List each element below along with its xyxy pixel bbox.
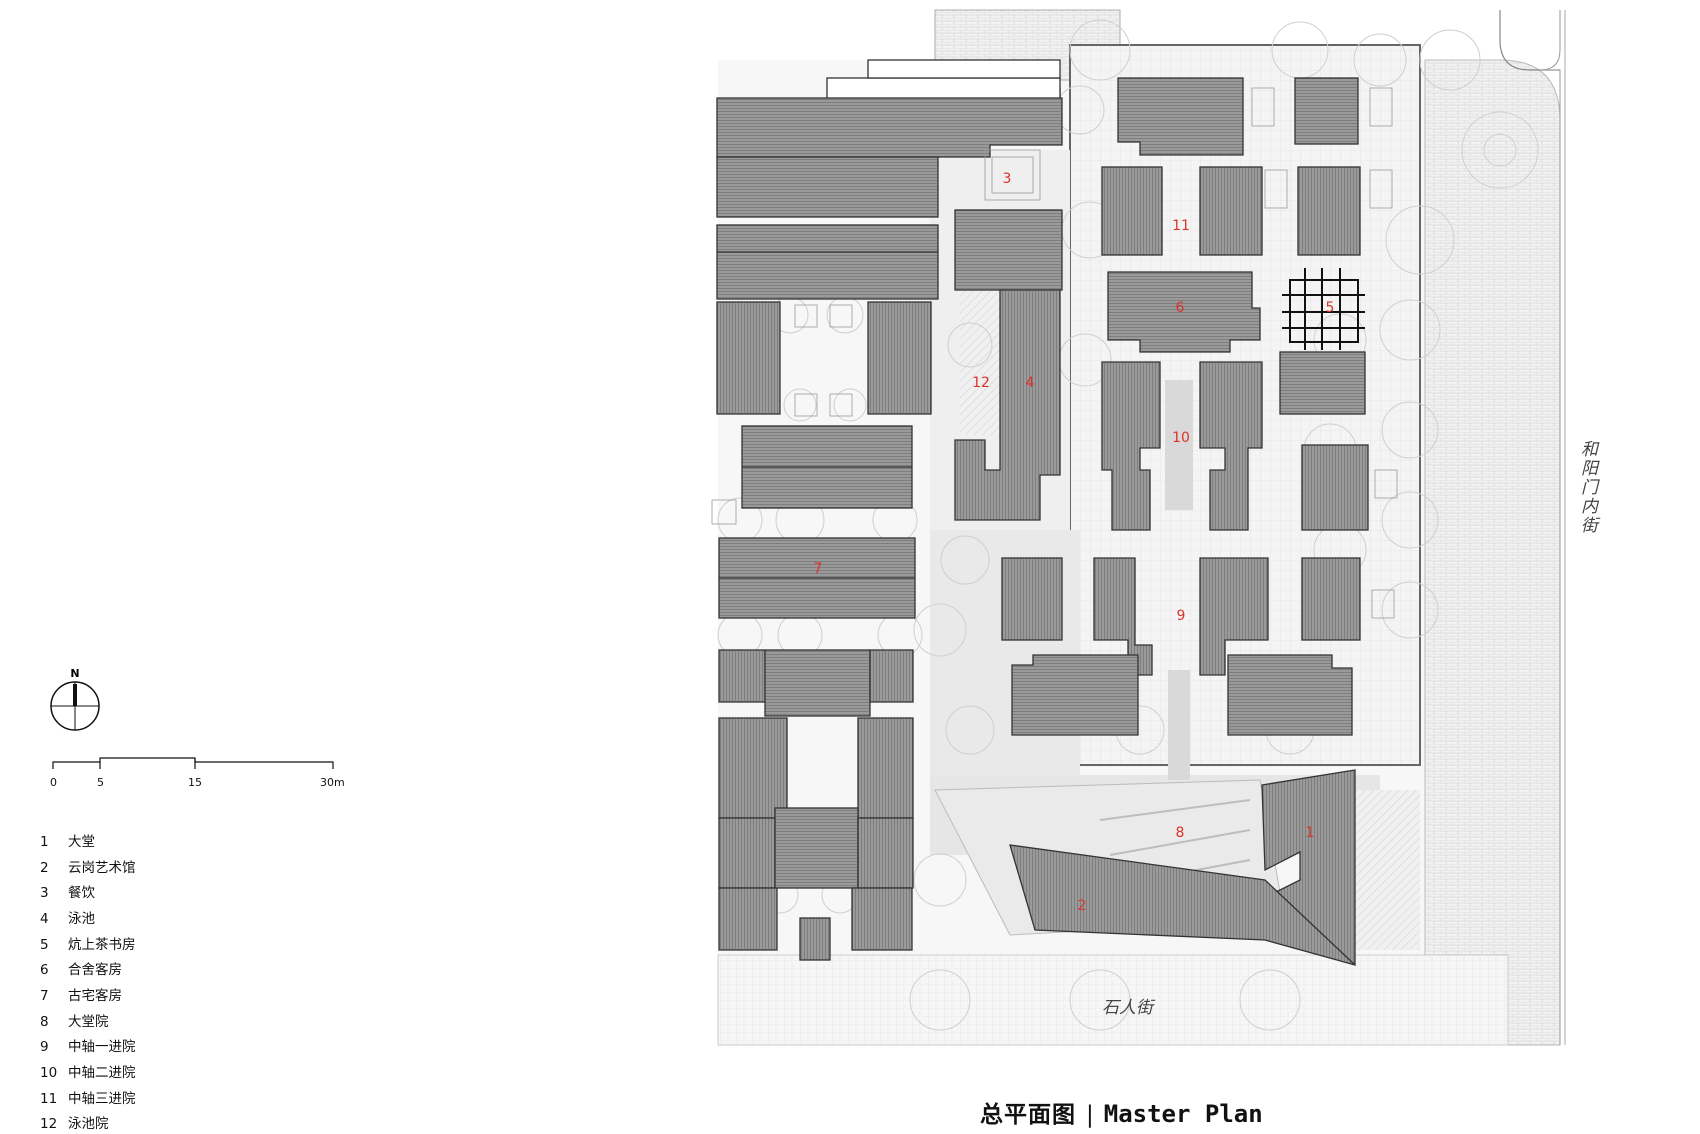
caption-title-en: Master Plan	[1103, 1100, 1263, 1128]
caption-title-cn: 总平面图	[980, 1102, 1076, 1128]
map-label-9: 9	[1177, 608, 1186, 624]
scale-label-5: 5	[97, 776, 104, 789]
map-label-6: 6	[1176, 300, 1185, 316]
garden-details	[711, 87, 1398, 619]
map-label-3: 3	[1003, 171, 1012, 187]
scale-label-0: 0	[50, 776, 57, 789]
map-label-1: 1	[1306, 825, 1315, 841]
map-label-8: 8	[1176, 825, 1185, 841]
map-label-10: 10	[1172, 430, 1190, 446]
north-arrow: N	[50, 667, 100, 731]
map-label-5: 5	[1326, 300, 1335, 316]
map-label-11: 11	[1172, 218, 1190, 234]
map-labels: 1 2 3 4 5 6 7 8 9 10 11 12	[814, 171, 1335, 914]
scale-bar	[52, 757, 334, 769]
street-label-south: 石人街	[1102, 998, 1153, 1018]
plan-caption: 总平面图 | Master Plan	[980, 1095, 1263, 1129]
map-label-7: 7	[814, 561, 823, 577]
scale-label-15: 15	[188, 776, 202, 789]
buildings	[716, 59, 1369, 967]
scale-label-30m: 30m	[320, 776, 345, 789]
street-label-east: 和阳门内街	[1577, 440, 1597, 535]
map-label-12: 12	[972, 375, 990, 391]
north-label: N	[70, 667, 79, 680]
caption-separator: |	[1086, 1102, 1094, 1128]
map-label-2: 2	[1078, 898, 1087, 914]
map-label-4: 4	[1026, 375, 1035, 391]
